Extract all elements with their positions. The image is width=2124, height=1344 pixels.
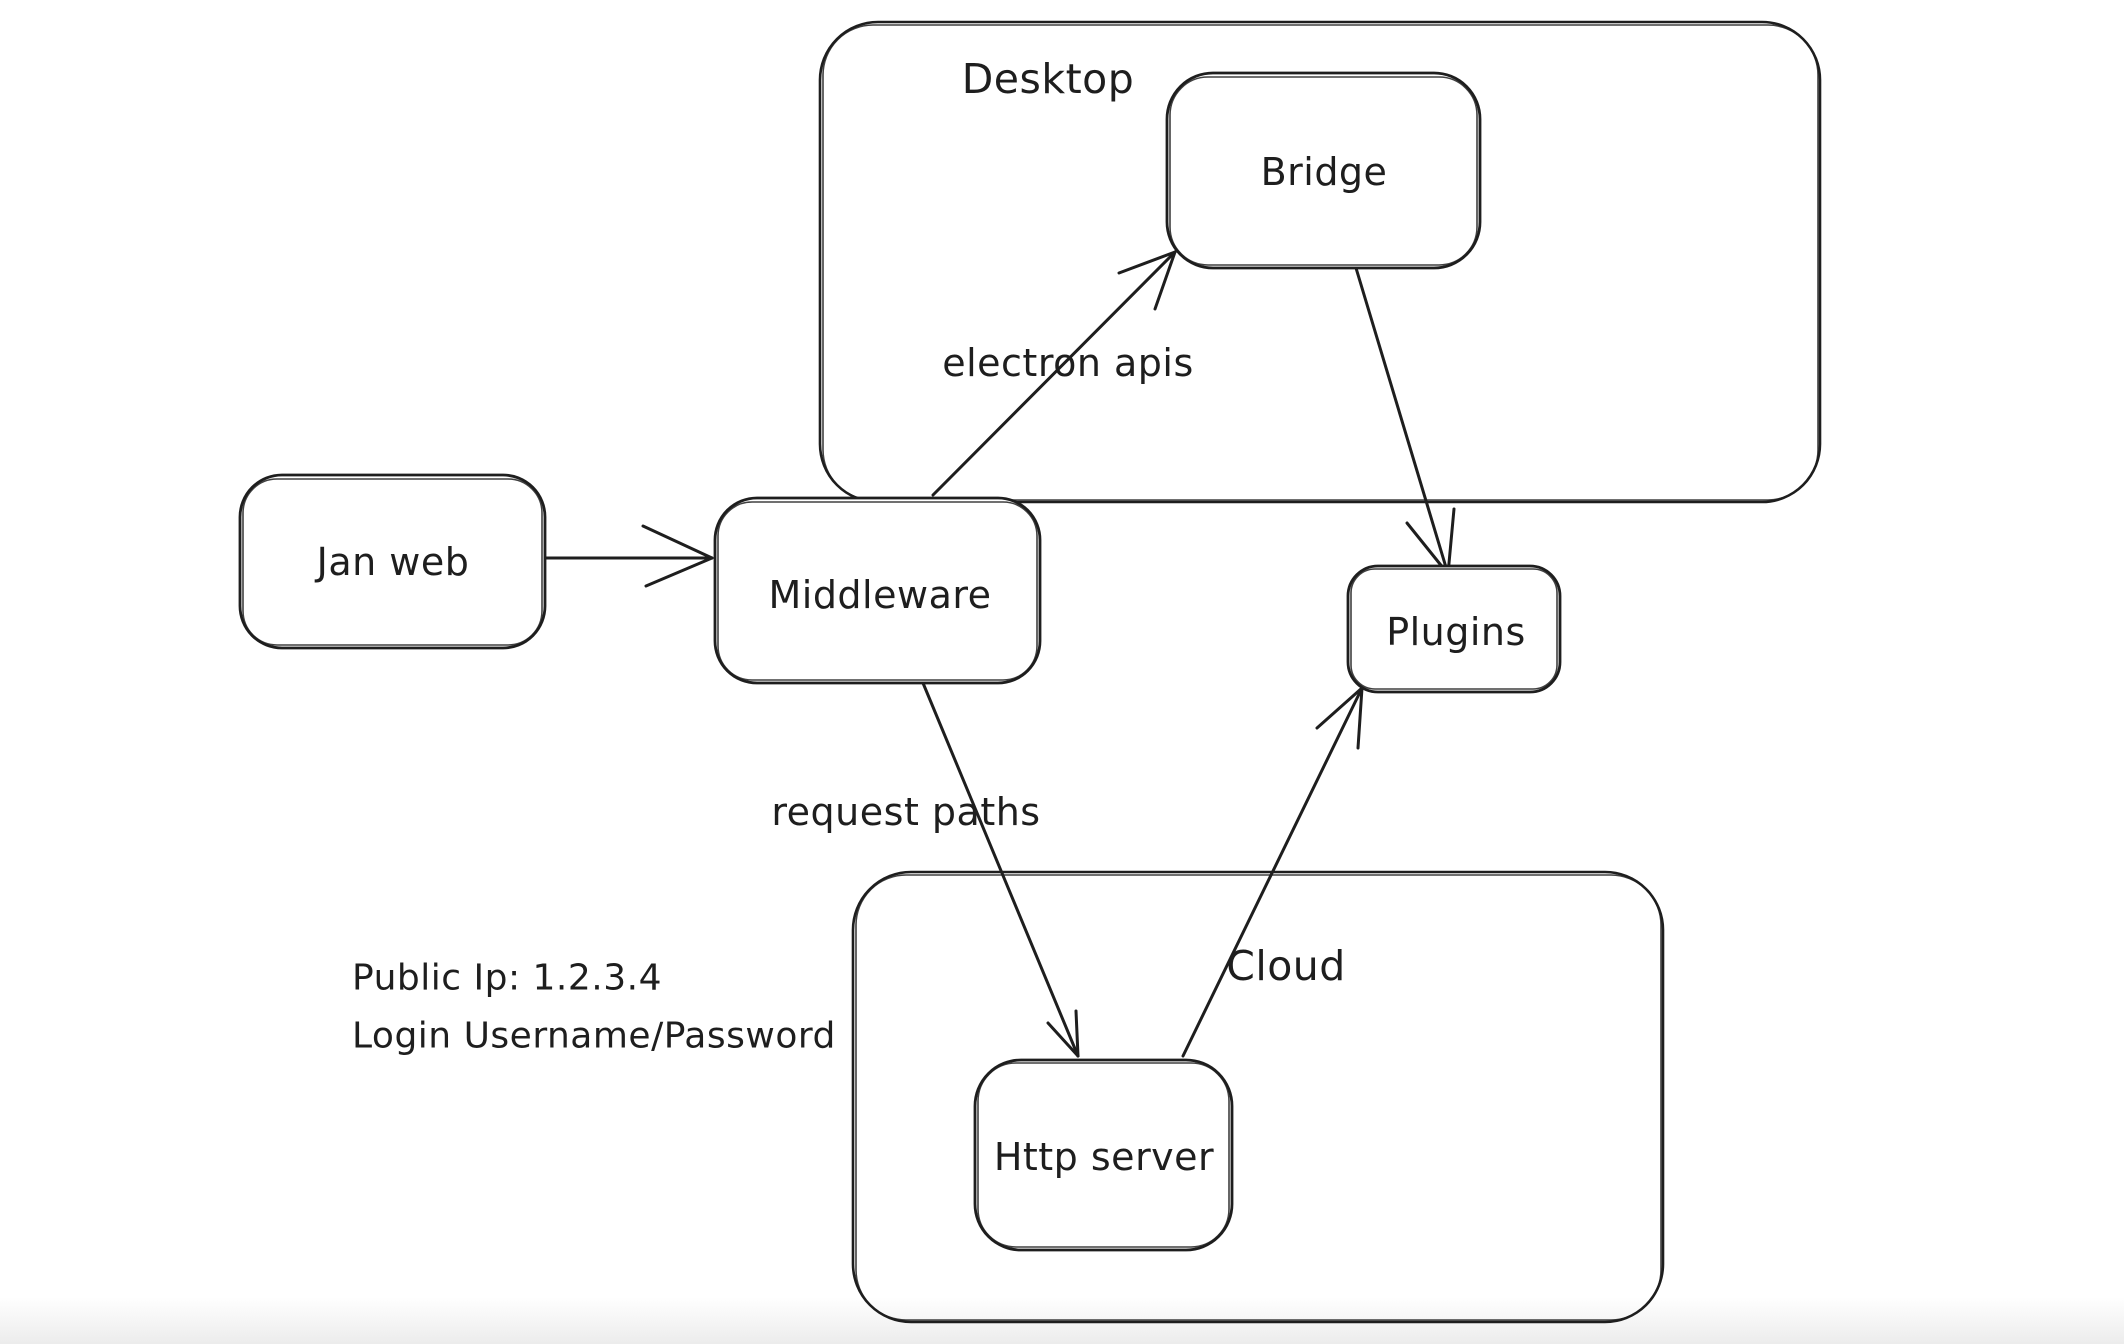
jan-web-node-label: Jan web bbox=[316, 540, 470, 584]
edge-httpserver-to-plugins-arrow bbox=[1181, 686, 1364, 1058]
edge-middleware-to-httpserver-arrow bbox=[921, 681, 1080, 1058]
desktop-container bbox=[818, 20, 1822, 504]
middleware-node bbox=[713, 496, 1042, 685]
login-annotation: Login Username/Password bbox=[352, 1015, 836, 1057]
desktop-container-label: Desktop bbox=[961, 55, 1135, 103]
cloud-container-label: Cloud bbox=[1226, 942, 1346, 990]
middleware-node-label: Middleware bbox=[768, 573, 992, 617]
plugins-node-label: Plugins bbox=[1386, 610, 1526, 654]
http-server-node bbox=[973, 1058, 1234, 1252]
edge-bridge-to-plugins-arrow bbox=[1354, 266, 1456, 576]
http-server-node-label: Http server bbox=[993, 1135, 1215, 1179]
plugins-node bbox=[1346, 564, 1562, 694]
jan-web-node bbox=[238, 473, 547, 650]
cloud-container bbox=[851, 870, 1665, 1324]
request-paths-edge-label: request paths bbox=[771, 790, 1041, 834]
bridge-node-label: Bridge bbox=[1260, 150, 1388, 194]
bridge-node bbox=[1165, 71, 1482, 270]
edge-middleware-to-bridge-arrow bbox=[931, 250, 1177, 497]
public-ip-annotation: Public Ip: 1.2.3.4 bbox=[352, 957, 662, 999]
edge-janweb-to-middleware-arrow bbox=[543, 524, 714, 588]
electron-apis-edge-label: electron apis bbox=[942, 341, 1194, 385]
